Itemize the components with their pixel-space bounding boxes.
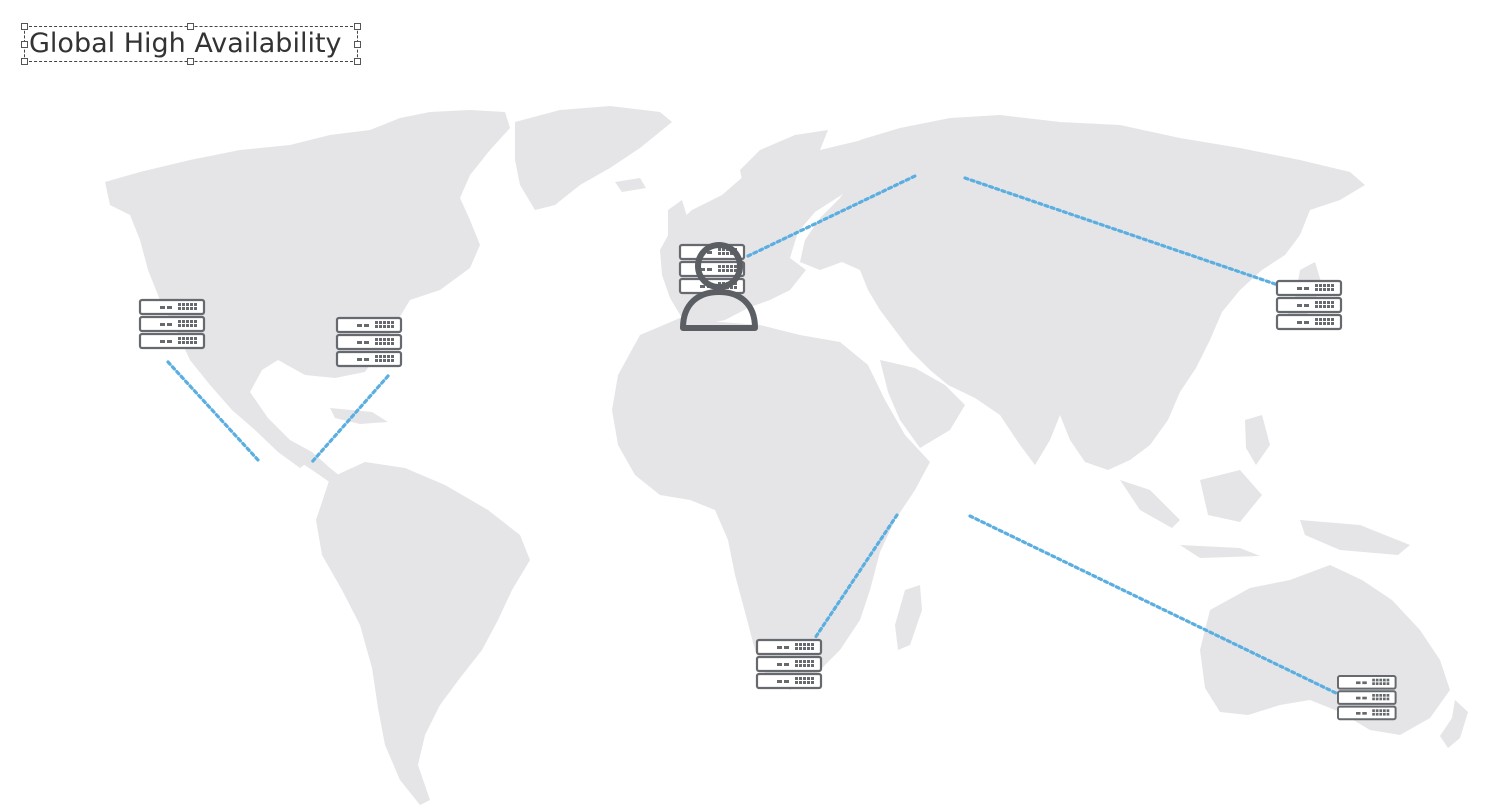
philippines xyxy=(1245,415,1270,465)
link-south-africa xyxy=(813,513,899,640)
continent-asia xyxy=(800,115,1365,470)
continent-greenland xyxy=(515,106,672,210)
server-rack-icon xyxy=(337,318,401,366)
link-west-us xyxy=(166,360,260,462)
continent-north-america xyxy=(105,110,510,468)
server-rack-icon xyxy=(757,640,821,688)
page-title[interactable]: Global High Availability xyxy=(29,28,342,59)
server-rack-icon xyxy=(140,300,204,348)
java xyxy=(1180,545,1260,558)
borneo xyxy=(1200,470,1262,522)
continent-south-america xyxy=(316,462,530,805)
resize-handle-icon[interactable] xyxy=(187,23,194,30)
title-selection-box[interactable]: Global High Availability xyxy=(21,23,361,65)
server-rack-icon xyxy=(1277,281,1341,329)
continent-australia xyxy=(1200,565,1450,735)
link-australia xyxy=(968,514,1342,697)
new-guinea xyxy=(1300,520,1410,555)
arabian-peninsula xyxy=(880,360,965,448)
resize-handle-icon[interactable] xyxy=(21,41,28,48)
continent-africa xyxy=(612,318,930,690)
resize-handle-icon[interactable] xyxy=(21,23,28,30)
resize-handle-icon[interactable] xyxy=(354,23,361,30)
resize-handle-icon[interactable] xyxy=(21,58,28,65)
iceland xyxy=(615,178,646,192)
resize-handle-icon[interactable] xyxy=(187,58,194,65)
resize-handle-icon[interactable] xyxy=(354,58,361,65)
link-japan xyxy=(963,176,1280,287)
link-east-us xyxy=(310,374,390,464)
caribbean-islands xyxy=(330,408,388,424)
server-rack-icon xyxy=(1338,676,1396,719)
madagascar xyxy=(895,585,922,650)
scandinavia xyxy=(740,130,828,200)
resize-handle-icon[interactable] xyxy=(354,41,361,48)
continent-central-america xyxy=(290,440,345,486)
sumatra xyxy=(1120,480,1180,528)
link-europe xyxy=(746,174,917,258)
user-icon xyxy=(680,242,758,331)
new-zealand xyxy=(1440,700,1468,748)
british-isles xyxy=(668,200,688,240)
